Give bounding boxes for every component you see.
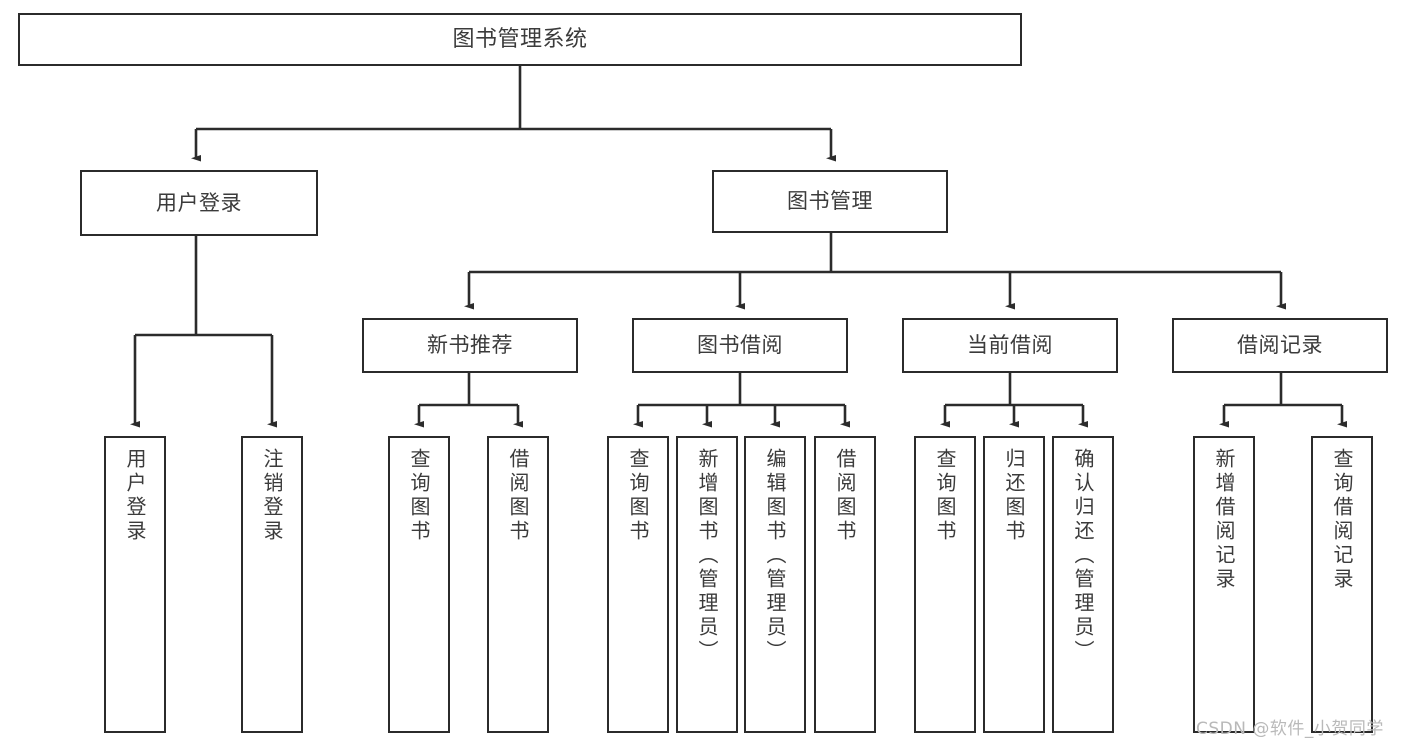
node-label: 图书管理系统 [452, 26, 588, 52]
node-label: 借阅图书 [506, 448, 530, 544]
node-label: 用户登录 [156, 190, 242, 215]
node-label: 图书借阅 [697, 333, 783, 358]
node-book-management[interactable]: 图书管理 [712, 170, 948, 233]
csdn-watermark: CSDN @软件_小贺同学 [1196, 719, 1384, 739]
leaf-br-add-record[interactable]: 新增借阅记录 [1193, 436, 1255, 733]
node-label: 新增图书（管理员） [695, 448, 719, 664]
leaf-bb-borrow-book[interactable]: 借阅图书 [814, 436, 876, 733]
node-label: 注销登录 [260, 448, 284, 544]
node-label: 新增借阅记录 [1212, 448, 1236, 592]
node-root-system[interactable]: 图书管理系统 [18, 13, 1022, 66]
node-label: 借阅图书 [833, 448, 857, 544]
node-new-book-recommend[interactable]: 新书推荐 [362, 318, 578, 373]
leaf-nb-query-book[interactable]: 查询图书 [388, 436, 450, 733]
leaf-cb-query-book[interactable]: 查询图书 [914, 436, 976, 733]
node-user-login[interactable]: 用户登录 [80, 170, 318, 236]
leaf-user-login[interactable]: 用户登录 [104, 436, 166, 733]
node-label: 用户登录 [123, 448, 147, 544]
node-label: 当前借阅 [967, 333, 1053, 358]
leaf-cb-confirm-return-admin[interactable]: 确认归还（管理员） [1052, 436, 1114, 733]
node-label: 编辑图书（管理员） [763, 448, 787, 664]
node-label: 新书推荐 [427, 333, 513, 358]
leaf-bb-add-book-admin[interactable]: 新增图书（管理员） [676, 436, 738, 733]
node-label: 查询借阅记录 [1330, 448, 1354, 592]
leaf-cb-return-book[interactable]: 归还图书 [983, 436, 1045, 733]
node-borrow-record[interactable]: 借阅记录 [1172, 318, 1388, 373]
node-label: 归还图书 [1002, 448, 1026, 544]
node-label: 查询图书 [407, 448, 431, 544]
node-current-borrow[interactable]: 当前借阅 [902, 318, 1118, 373]
leaf-bb-query-book[interactable]: 查询图书 [607, 436, 669, 733]
node-label: 确认归还（管理员） [1071, 448, 1095, 664]
leaf-logout[interactable]: 注销登录 [241, 436, 303, 733]
leaf-nb-borrow-book[interactable]: 借阅图书 [487, 436, 549, 733]
leaf-bb-edit-book-admin[interactable]: 编辑图书（管理员） [744, 436, 806, 733]
node-label: 借阅记录 [1237, 333, 1323, 358]
node-book-borrow[interactable]: 图书借阅 [632, 318, 848, 373]
node-label: 查询图书 [626, 448, 650, 544]
node-label: 图书管理 [787, 189, 873, 214]
node-label: 查询图书 [933, 448, 957, 544]
leaf-br-query-record[interactable]: 查询借阅记录 [1311, 436, 1373, 733]
